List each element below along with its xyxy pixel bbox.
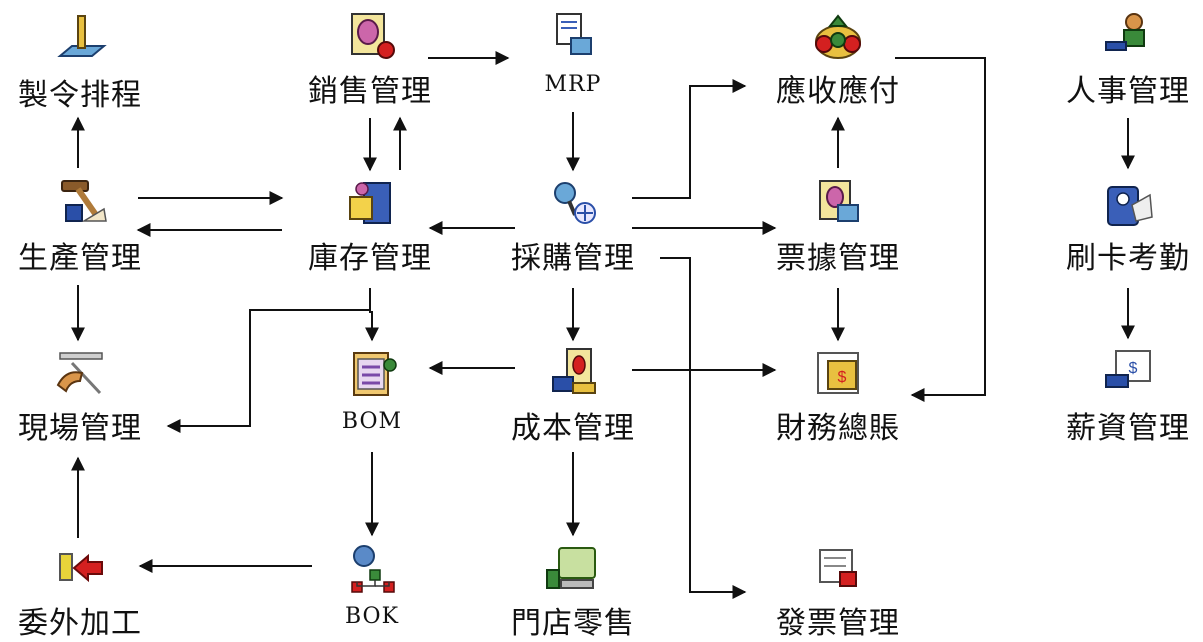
card-icon (1107, 186, 1153, 226)
arrow-yingshou-to-caiwu (895, 57, 986, 402)
svg-text:$: $ (1129, 360, 1138, 377)
node-bok[interactable]: BOK (292, 540, 452, 629)
mrp-icon (556, 13, 592, 55)
node-xianchang[interactable]: 現場管理 (0, 345, 160, 447)
svg-text:$: $ (838, 369, 847, 386)
node-weiwai[interactable]: 委外加工 (0, 540, 160, 642)
node-label: 薪資管理 (1066, 411, 1190, 446)
node-bom[interactable]: BOM (292, 345, 452, 434)
node-label: 應收應付 (776, 74, 900, 109)
cost-icon (552, 348, 596, 394)
node-label: MRP (544, 72, 602, 97)
node-shengchan[interactable]: 生產管理 (0, 175, 160, 277)
node-label: 票據管理 (776, 241, 900, 276)
node-kucun[interactable]: 庫存管理 (290, 175, 450, 277)
node-label: 現場管理 (18, 411, 142, 446)
node-label: 財務總賬 (776, 411, 900, 446)
node-mendian[interactable]: 門店零售 (493, 540, 653, 642)
purchase-icon (554, 182, 596, 224)
hammer-icon (61, 180, 107, 222)
arrow-caigou-to-yingshou (632, 79, 747, 199)
node-label: 刷卡考勤 (1066, 241, 1190, 276)
node-label: BOM (341, 409, 403, 434)
node-xinzi[interactable]: $ 薪資管理 (1048, 345, 1203, 447)
node-label: 委外加工 (18, 606, 142, 641)
arrow-kucun-to-xianchang (166, 309, 370, 433)
pos-icon (546, 547, 596, 589)
node-label: 銷售管理 (308, 74, 432, 109)
money-bag-icon (815, 14, 861, 59)
node-caiwu[interactable]: $ 財務總賬 (758, 345, 918, 447)
node-renshi[interactable]: 人事管理 (1048, 8, 1203, 110)
node-label: 發票管理 (776, 606, 900, 641)
sales-icon (351, 13, 395, 59)
inventory-icon (349, 182, 391, 224)
tools-hand-icon (56, 352, 103, 395)
bill-icon (819, 180, 859, 222)
salary-icon: $ (1105, 350, 1151, 388)
node-chengben[interactable]: 成本管理 (493, 345, 653, 447)
node-fapiao[interactable]: 發票管理 (758, 540, 918, 642)
node-label: 生產管理 (18, 241, 142, 276)
node-label: BOK (344, 604, 400, 629)
node-label: 庫存管理 (308, 241, 432, 276)
node-label: 成本管理 (511, 411, 635, 446)
structure-icon (351, 545, 395, 593)
node-label: 採購管理 (511, 241, 635, 276)
clipboard-icon (353, 352, 397, 396)
outsourcing-icon (59, 553, 103, 583)
node-caigou[interactable]: 採購管理 (493, 175, 653, 277)
invoice-icon (819, 549, 857, 587)
node-zhiling[interactable]: 製令排程 (0, 12, 160, 114)
person-icon (1105, 13, 1145, 51)
node-yingshou[interactable]: 應收應付 (758, 8, 918, 110)
node-shuaka[interactable]: 刷卡考勤 (1048, 175, 1203, 277)
arrow-caigou-to-fapiao (660, 257, 747, 599)
node-label: 製令排程 (18, 78, 142, 113)
arrow-kucun-to-bom (365, 288, 379, 342)
ledger-icon: $ (817, 352, 859, 394)
node-piaoju[interactable]: 票據管理 (758, 175, 918, 277)
node-mrp[interactable]: MRP (493, 8, 653, 97)
node-xiaoshou[interactable]: 銷售管理 (290, 8, 450, 110)
node-label: 門店零售 (511, 606, 635, 641)
scheduling-icon (57, 15, 107, 57)
node-label: 人事管理 (1066, 74, 1190, 109)
